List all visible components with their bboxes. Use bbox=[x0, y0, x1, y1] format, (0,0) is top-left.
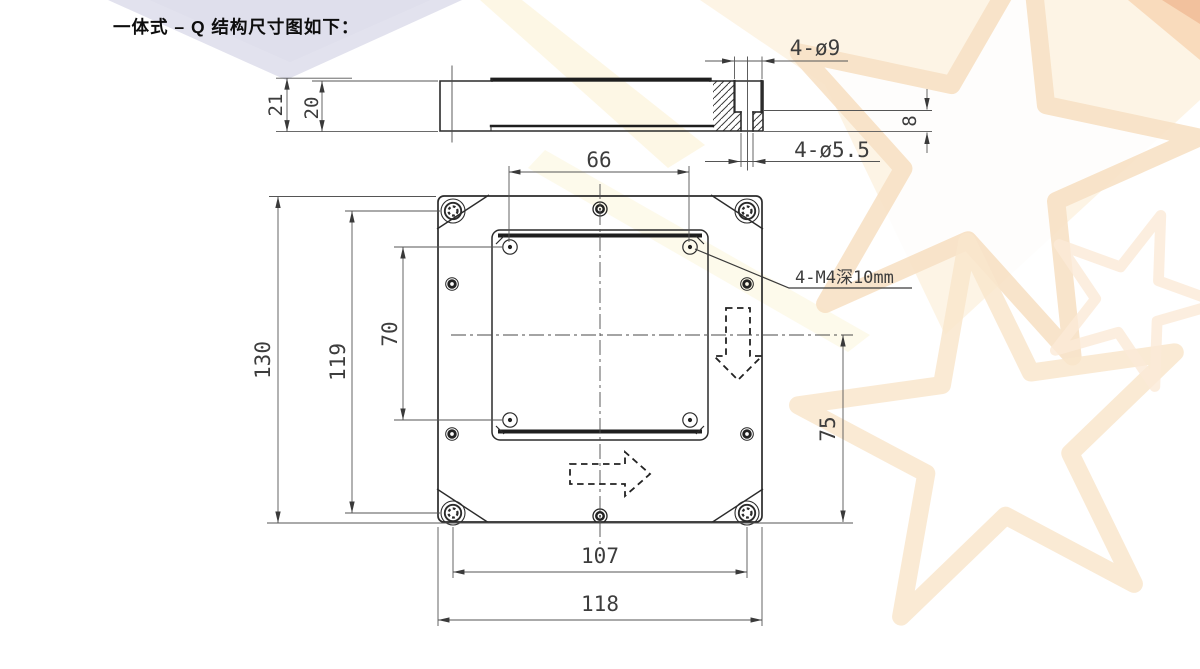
counterbore-hole bbox=[734, 81, 762, 112]
side-screw-holes bbox=[445, 277, 754, 441]
platform-corner-ticks bbox=[495, 235, 705, 435]
side-view-dimensions bbox=[276, 56, 932, 167]
plan-view bbox=[436, 184, 912, 547]
m4-tapped-holes bbox=[502, 239, 698, 428]
side-section-view bbox=[439, 56, 764, 171]
m4-leader-line bbox=[694, 248, 912, 289]
plan-view-dimensions bbox=[267, 166, 853, 626]
page-title: 一体式 – Q 结构尺寸图如下： bbox=[113, 17, 360, 37]
corner-screw-hole bbox=[440, 198, 466, 224]
dim-text-8: 8 bbox=[899, 115, 921, 126]
note-text-m4: 4-M4深10mm bbox=[795, 268, 894, 288]
dim-text-66: 66 bbox=[586, 148, 611, 172]
dim-text-21: 21 bbox=[265, 94, 287, 117]
dim-text-4-d9: 4-ø9 bbox=[790, 36, 841, 60]
dim-text-20: 20 bbox=[301, 97, 323, 120]
corner-screw-hole bbox=[440, 500, 466, 526]
corner-screw-hole bbox=[734, 198, 760, 224]
corner-screw-holes bbox=[440, 198, 760, 526]
corner-screw-hole bbox=[734, 500, 760, 526]
dim-text-119: 119 bbox=[326, 343, 350, 381]
dim-text-75: 75 bbox=[816, 416, 840, 441]
dim-text-70: 70 bbox=[378, 321, 402, 346]
dim-text-4-d5.5: 4-ø5.5 bbox=[794, 138, 870, 162]
dim-text-118: 118 bbox=[581, 592, 619, 616]
through-hole bbox=[741, 112, 753, 132]
motion-arrow-down bbox=[711, 307, 765, 382]
dim-text-130: 130 bbox=[251, 341, 275, 379]
motion-arrow-right bbox=[569, 450, 652, 498]
lavender-diamond-inner bbox=[150, 0, 430, 62]
dim-text-107: 107 bbox=[581, 544, 619, 568]
